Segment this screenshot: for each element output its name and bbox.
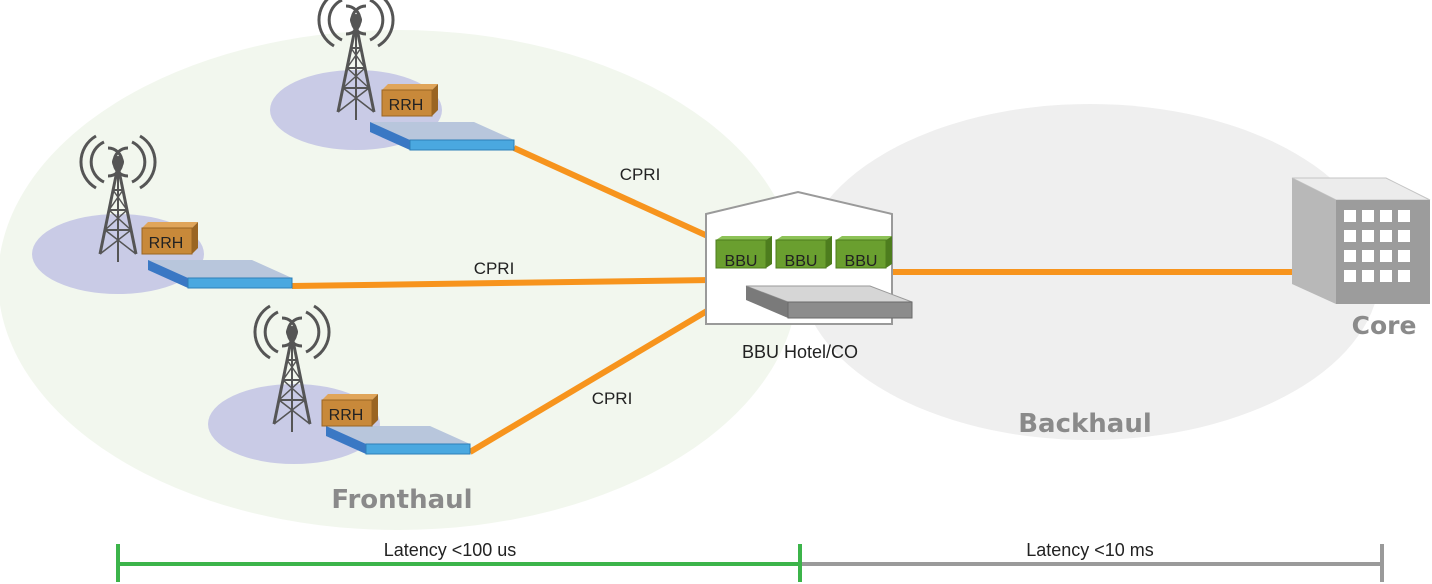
bbu-label: BBU (785, 253, 818, 270)
rrh-label: RRH (329, 407, 364, 424)
core-label: Core (1352, 311, 1417, 340)
rrh-label: RRH (389, 97, 424, 114)
bbu-hotel-label: BBU Hotel/CO (742, 342, 858, 362)
backhaul-label: Backhaul (1018, 409, 1152, 439)
backhaul-latency-label: Latency <10 ms (1026, 540, 1154, 560)
cpri-link-2 (291, 277, 713, 289)
cpri-link-1 (512, 145, 714, 241)
cpri-label-2: CPRI (474, 259, 515, 278)
hotel-switch-icon (745, 285, 913, 319)
bbu-hotel-building (705, 190, 913, 325)
bbu-label: BBU (845, 253, 878, 270)
building-icon (1291, 177, 1431, 304)
fronthaul-region (0, 30, 798, 530)
cpri-label-1: CPRI (620, 165, 661, 184)
rrh-label: RRH (149, 235, 184, 252)
fronthaul-latency-label: Latency <100 us (384, 540, 517, 560)
cpri-label-3: CPRI (592, 389, 633, 408)
bbu-label: BBU (725, 253, 758, 270)
fronthaul-label: Fronthaul (331, 485, 472, 515)
fronthaul-latency-bar (116, 544, 802, 582)
backhaul-latency-bar (802, 544, 1384, 582)
cpri-link-3 (468, 305, 714, 455)
